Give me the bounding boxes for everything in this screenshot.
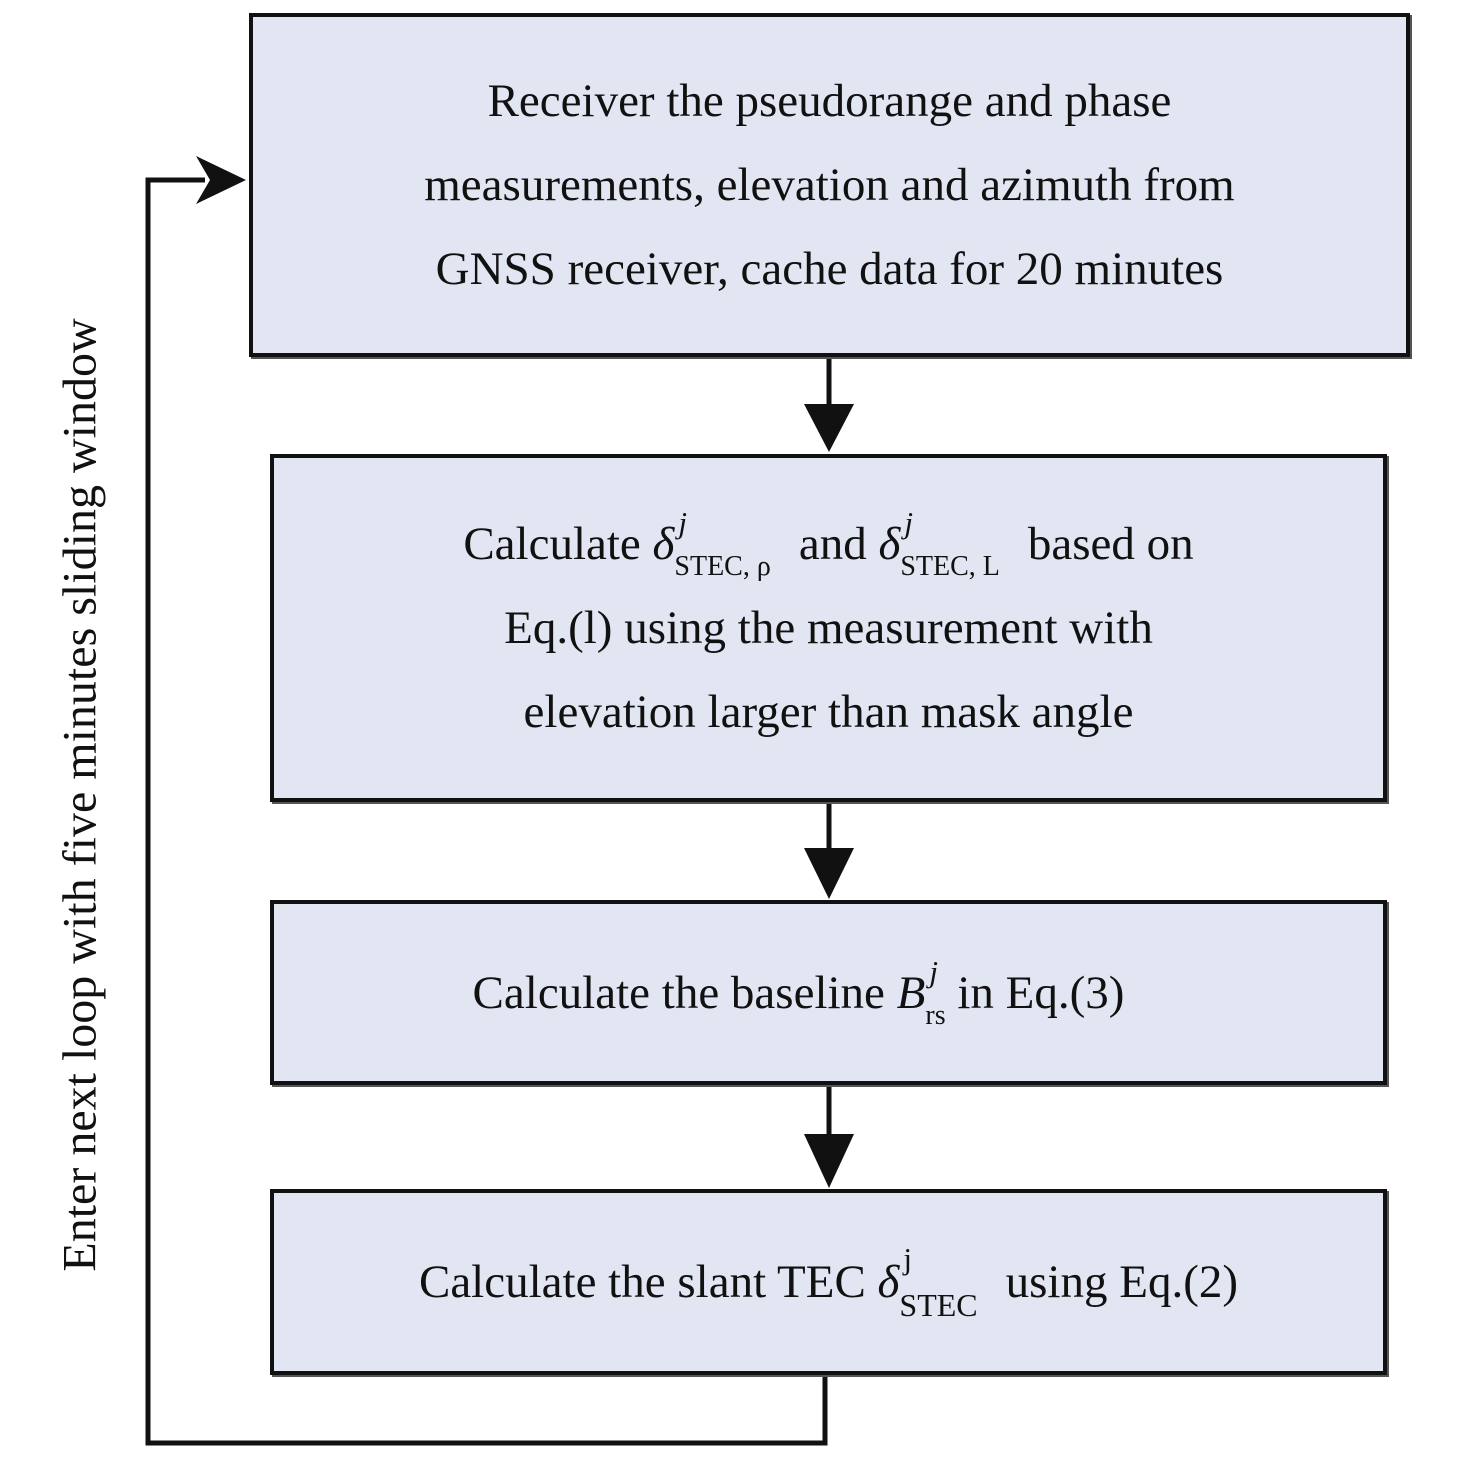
arrow-step3-to-step4 — [804, 1084, 854, 1188]
step-4-suffix: using Eq.(2) — [1005, 1256, 1239, 1308]
delta-stec-l-sub: STEC, L — [900, 551, 1000, 583]
step-3-prefix: Calculate the baseline — [472, 966, 897, 1019]
delta-stec-l-symbol: δ — [878, 518, 901, 570]
arrow-step1-to-step2 — [804, 357, 854, 452]
step-1-box: Receiver the pseudorange and phase measu… — [249, 13, 1410, 357]
step-1-line-1: Receiver the pseudorange and phase — [487, 75, 1172, 127]
step-2-line-3: elevation larger than mask angle — [523, 686, 1134, 738]
step-2-prefix: Calculate — [463, 518, 653, 570]
baseline-b-indices: j rs — [925, 956, 946, 1031]
step-2-suffix: based on — [1027, 518, 1194, 570]
loop-label: Enter next loop with five minutes slidin… — [53, 318, 107, 1272]
step-4-prefix: Calculate the slant TEC — [418, 1256, 878, 1308]
baseline-b-sub: rs — [925, 999, 946, 1031]
delta-stec-rho-sup: j — [678, 505, 688, 541]
delta-stec-sup: j — [903, 1241, 913, 1277]
baseline-b-symbol: B — [896, 966, 926, 1019]
delta-stec-rho-sub: STEC, ρ — [674, 551, 771, 583]
delta-stec-rho-symbol: δ — [652, 518, 675, 570]
step-3-suffix: in Eq.(3) — [945, 966, 1125, 1019]
step-1-line-3: GNSS receiver, cache data for 20 minutes — [435, 243, 1224, 295]
step-2-middle: and — [798, 518, 879, 570]
baseline-b-sup: j — [929, 953, 939, 989]
step-1-line-2: measurements, elevation and azimuth from — [424, 159, 1235, 211]
loop-back-arrow — [145, 156, 828, 1446]
delta-stec-l-sup: j — [904, 505, 913, 541]
delta-stec-symbol: δ — [877, 1256, 900, 1308]
delta-stec-sub: STEC — [899, 1287, 978, 1324]
arrow-step2-to-step3 — [804, 801, 854, 899]
step-2-line-2: Eq.(l) using the measurement with — [504, 602, 1153, 654]
